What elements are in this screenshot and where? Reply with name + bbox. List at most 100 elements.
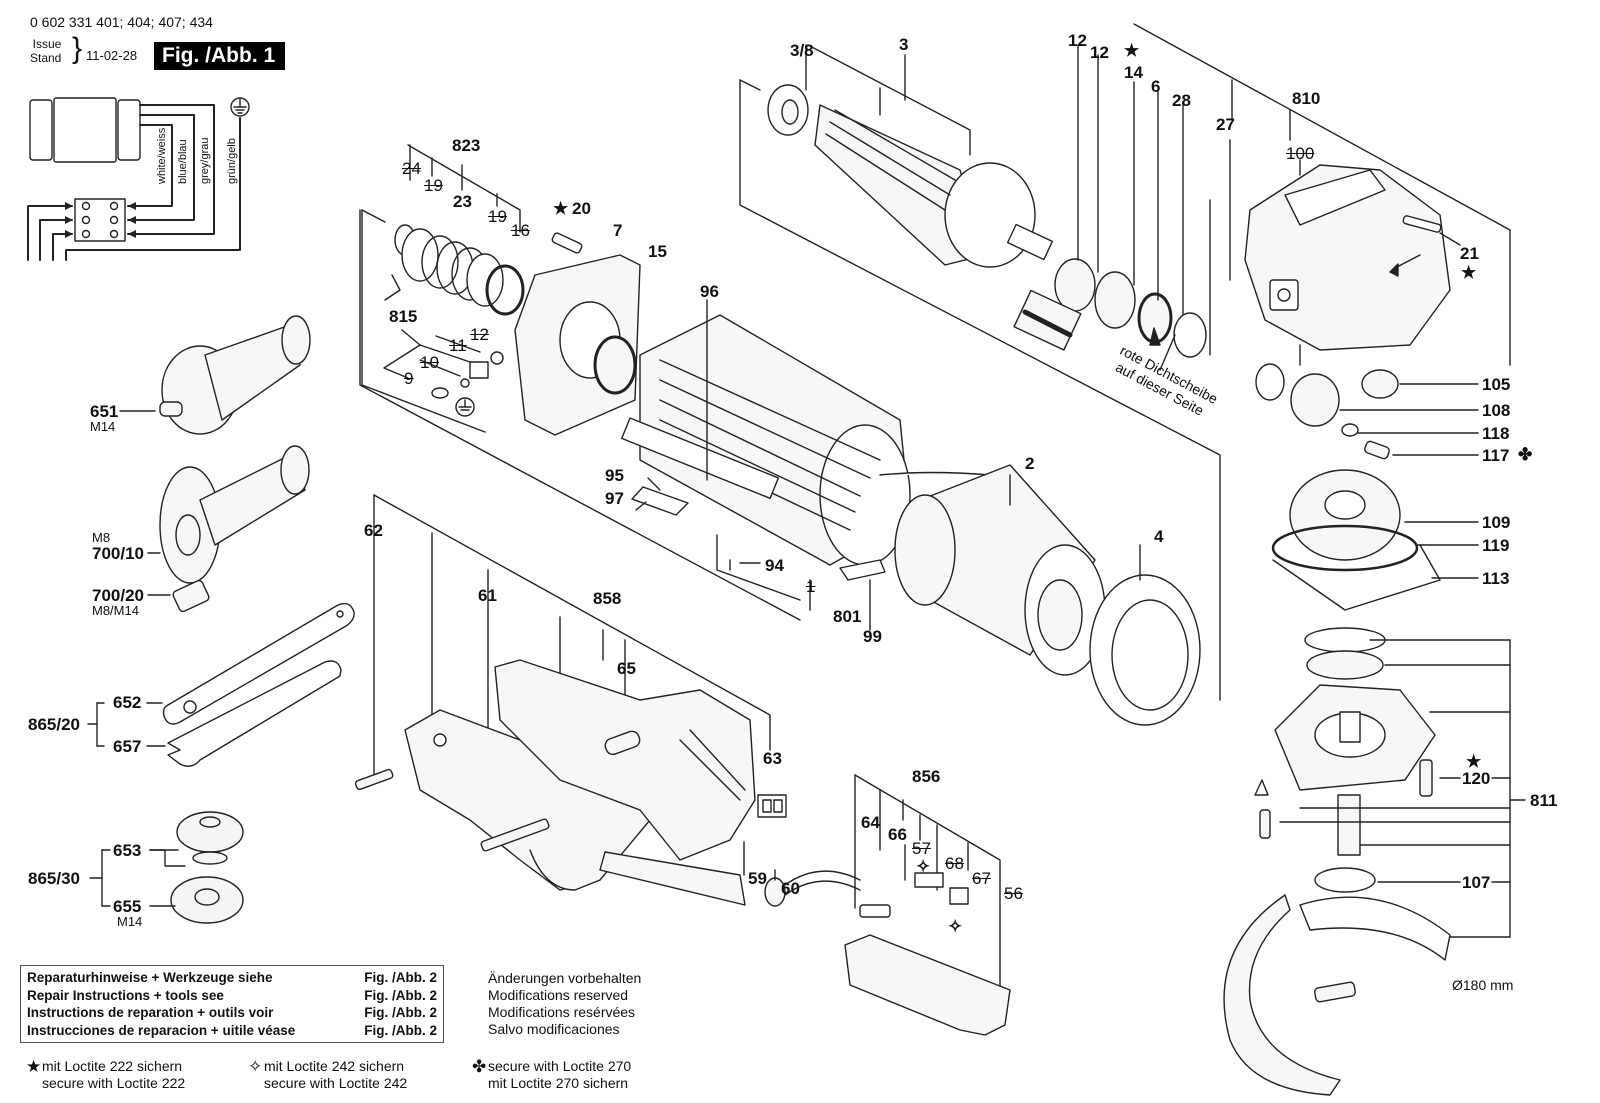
part-label-655: 655 [113,897,142,916]
modifications-line: Änderungen vorbehalten [488,970,642,986]
part-label-700-10: 700/10 [92,544,144,563]
issue-date: 11-02-28 [86,48,138,63]
part-label-119: 119 [1482,536,1510,555]
power-cord [599,841,861,907]
part-label-12b: 12 [1090,43,1109,62]
armature-3 [767,84,1054,268]
flange-nut-653 [176,811,244,865]
thread-label-700-20: M8/M14 [92,603,139,618]
pin-wrench-652 [146,602,355,725]
thread-label-700-10: M8 [92,530,111,545]
stator-symbol [29,97,141,163]
switch-63 [757,794,787,818]
callout-lines-96 [635,299,886,631]
terminal-block [74,198,126,242]
modifications-line: Salvo modificaciones [488,1021,620,1037]
part-label-653: 653 [113,841,142,860]
gear-housing-810 [1244,164,1451,351]
part-label-6: 6 [1151,77,1161,96]
mounting-flange-655 [170,876,244,924]
side-handle-700-10 [147,445,310,584]
legend-loctite-270: ✤ secure with Loctite 270 mit Loctite 27… [472,1058,632,1092]
armature-callouts [805,44,971,156]
wheel-guard [1223,894,1451,1096]
part-label-63: 63 [763,749,782,768]
bracket-lines-left [87,702,186,907]
part-label-118: 118 [1482,424,1510,443]
repair-instructions-box: Reparaturhinweise + Werkzeuge siehe Fig.… [20,965,444,1043]
legend-line: mit Loctite 222 sichern [42,1058,183,1074]
figure-badge: Fig. /Abb. 1 [154,42,286,71]
drive-gear-parts [1255,363,1399,460]
repair-text: Instrucciones de reparacion + uitile véa… [27,1022,296,1038]
issue-label: Issue [32,37,62,51]
bearing-set [1013,258,1207,358]
repair-row: Repair Instructions + tools see Fig. /Ab… [27,987,437,1005]
part-label-12a: 12 [1068,31,1087,50]
stand-label: Stand [30,51,62,65]
ring-gear-109 [1271,469,1441,611]
repair-row: Instrucciones de reparacion + uitile véa… [27,1022,437,1040]
ground-screw-group-815 [383,329,504,417]
part-label-62: 62 [364,521,383,540]
open-wrench-657 [146,660,342,767]
part-label-65: 65 [617,659,636,678]
bearing-flange-811 [1254,627,1436,893]
adapter-700-20 [147,579,210,613]
modifications-notice: Änderungen vorbehalten Modifications res… [488,970,641,1038]
repair-ref: Fig. /Abb. 2 [364,1005,437,1020]
modifications-line: Modifications resérvées [488,1004,636,1020]
ground-symbol-icon [455,397,475,417]
gear-callouts [1339,383,1479,579]
part-label-3: 3 [899,35,909,54]
part-label-105: 105 [1482,375,1511,394]
part-label-97: 97 [605,489,624,508]
part-label-61: 61 [478,586,497,605]
outline-star-icon: ✧ [916,857,931,876]
modifications-line: Modifications reserved [488,987,629,1003]
wire-label-white: white/weiss [156,127,168,184]
star-icon: ★ [1124,41,1140,60]
part-label-23: 23 [453,192,472,211]
part-label-94: 94 [765,556,784,575]
part-label-7: 7 [613,221,623,240]
part-label-68: 68 [945,854,964,873]
thread-label-651: M14 [90,419,116,434]
part-label-99: 99 [863,627,882,646]
handle-half-61 [354,709,651,891]
part-label-66: 66 [888,825,907,844]
star-icon: ★ [1466,752,1482,771]
part-label-10: 10 [420,353,439,372]
part-label-4: 4 [1154,527,1164,546]
bearing-flange-7 [514,232,641,436]
part-label-651: 651 [90,402,119,421]
wire-label-green-yellow: grün/gelb [226,138,238,184]
part-label-56: 56 [1004,884,1023,903]
part-label-9: 9 [404,369,414,388]
part-label-19b: 19 [488,207,507,226]
repair-ref: Fig. /Abb. 2 [364,970,437,985]
outline-star-icon: ✧ [948,917,963,936]
clover-icon: ✤ [1518,445,1533,464]
nameplate-95 [631,486,689,516]
part-label-120: 120 [1462,769,1491,788]
part-label-3-8: 3/8 [790,41,814,60]
part-label-108: 108 [1482,401,1511,420]
field-stator-2 [894,464,1106,676]
legend-line: secure with Loctite 242 [264,1075,408,1091]
gear-housing-callouts [1299,232,1461,366]
part-label-24: 24 [402,159,421,178]
wire-label-grey: grey/grau [199,137,211,184]
part-label-11: 11 [449,336,467,355]
part-label-27: 27 [1216,115,1235,134]
legend-line: secure with Loctite 270 [488,1058,632,1074]
part-label-865-30: 865/30 [28,869,80,888]
part-label-856: 856 [912,767,941,786]
legend-line: mit Loctite 242 sichern [264,1058,405,1074]
filled-star-icon: ★ [26,1057,42,1076]
part-label-1: 1 [806,577,816,596]
ground-symbol-icon [230,97,250,117]
wiring-schematic [27,97,250,261]
part-label-59: 59 [748,869,767,888]
part-label-811: 811 [1530,791,1558,810]
